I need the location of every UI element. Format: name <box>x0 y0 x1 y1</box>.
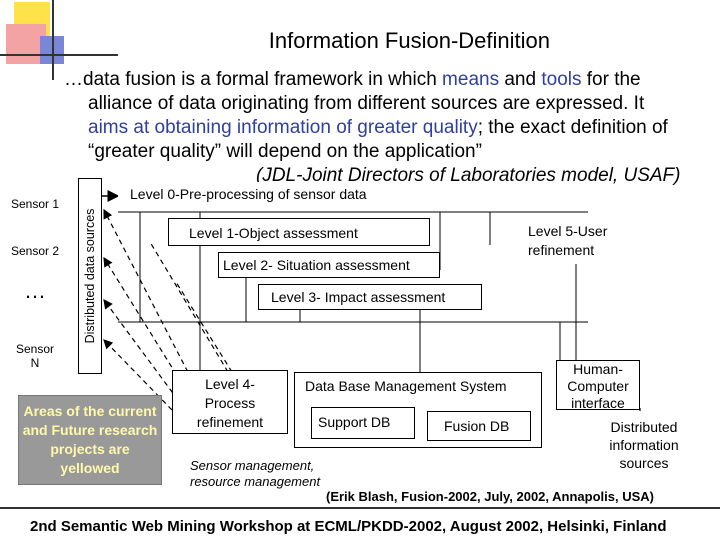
support-db-label: Support DB <box>318 414 391 430</box>
quote-text: for the <box>581 69 641 90</box>
quote-highlight-quality: aims at obtaining information of greater… <box>88 117 478 138</box>
distributed-info-label: Distributed information sources <box>609 419 679 471</box>
footer-text: 2nd Semantic Web Mining Workshop at ECML… <box>30 518 667 535</box>
hci-label: Human-Computer interface <box>567 361 629 411</box>
level-3-box: Level 3- Impact assessment <box>258 284 482 310</box>
level-1-box: Level 1-Object assessment <box>168 218 430 246</box>
quote-text: and <box>499 69 542 90</box>
page-title: Information Fusion-Definition <box>268 28 550 53</box>
quote-highlight-tools: tools <box>541 69 582 90</box>
level-5-label: Level 5-User refinement <box>528 223 608 258</box>
fusion-db-label: Fusion DB <box>444 418 510 434</box>
hci-box: Human-Computer interface <box>556 360 640 411</box>
quote-text: ; the exact definition of <box>477 117 668 138</box>
quote-line-2: alliance of data originating from differ… <box>88 93 645 114</box>
quote-text: …data fusion is a formal framework in wh… <box>64 69 443 90</box>
definition-quote: …data fusion is a formal framework in wh… <box>64 68 704 188</box>
level-0-label: Level 0-Pre-processing of sensor data <box>130 186 367 202</box>
level-2-label: Level 2- Situation assessment <box>223 257 410 273</box>
dbms-title: Data Base Management System <box>305 378 507 394</box>
level-4-label: Level 4-Process refinement <box>196 376 264 430</box>
level-5-box: Level 5-User refinement <box>518 218 628 264</box>
sensor-management-label: Sensor management, resource management <box>190 458 321 489</box>
distributed-info-box: Distributed information sources <box>594 414 694 474</box>
citation: (Erik Blash, Fusion-2002, July, 2002, An… <box>326 489 654 504</box>
quote-line-4: “greater quality” will depend on the app… <box>88 141 482 162</box>
corner-line-horizontal <box>0 54 118 56</box>
level-2-box: Level 2- Situation assessment <box>218 252 440 278</box>
distributed-sources-bar: Distributed data sources <box>78 178 102 374</box>
corner-line-vertical <box>52 0 54 80</box>
dbms-box: Data Base Management System Support DB F… <box>294 372 542 448</box>
fusion-db-box: Fusion DB <box>427 411 531 441</box>
quote-source: (JDL-Joint Directors of Laboratories mod… <box>256 165 681 186</box>
sensor-2-label: Sensor 2 <box>10 244 60 258</box>
sensor-n-label: Sensor N <box>15 342 55 370</box>
yellow-areas-note: Areas of the current and Future research… <box>18 395 162 485</box>
sensor-ellipsis: … <box>24 278 46 303</box>
sensor-1-label: Sensor 1 <box>10 197 60 211</box>
distributed-sources-label: Distributed data sources <box>83 208 97 344</box>
support-db-box: Support DB <box>311 407 415 439</box>
corner-square-red <box>6 24 46 64</box>
level-4-box: Level 4-Process refinement <box>172 370 288 434</box>
level-1-label: Level 1-Object assessment <box>189 225 358 241</box>
level-0-box: Level 0-Pre-processing of sensor data <box>118 182 414 210</box>
footer-bar: 2nd Semantic Web Mining Workshop at ECML… <box>0 507 720 542</box>
level-3-label: Level 3- Impact assessment <box>271 289 446 305</box>
quote-highlight-means: means <box>442 69 500 90</box>
